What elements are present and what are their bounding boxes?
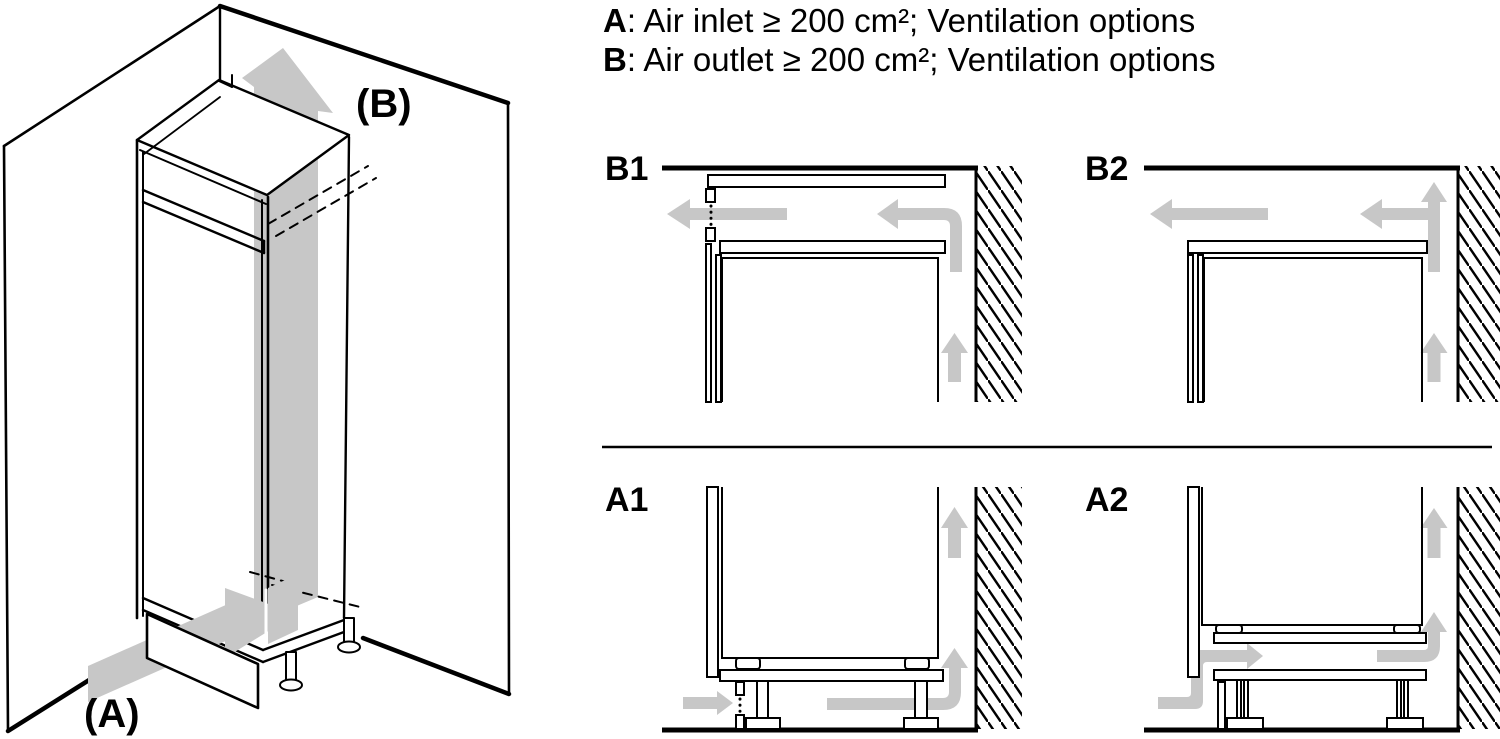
plinth-board-a2: [1213, 669, 1427, 681]
adjustable-feet: [279, 617, 361, 692]
appliance-foot-right-a2: [1393, 624, 1421, 634]
plinth-front-strip-a2: [1217, 681, 1226, 730]
plinth-leg-right2-a2: [1403, 679, 1409, 719]
appliance-outline-a2: [1201, 487, 1423, 626]
legend-line-air-outlet: B: Air outlet ≥ 200 cm²; Ventilation opt…: [603, 40, 1215, 79]
cabinet-frame-edges: [135, 135, 351, 620]
door-panel-a2: [1187, 486, 1200, 678]
legend-desc-a: : Air inlet ≥ 200 cm²; Ventilation optio…: [626, 2, 1196, 39]
airflow-arrows-b1: [667, 199, 968, 382]
iso-label-air-outlet: (B): [356, 82, 412, 126]
cabinet-structure-a2: [1187, 486, 1427, 730]
legend-header: A: Air inlet ≥ 200 cm²; Ventilation opti…: [603, 1, 1215, 79]
vent-gap-bottom-b1: [705, 227, 716, 242]
vent-gap-bottom-a1: [735, 714, 745, 730]
vent-gap-top-a1: [735, 681, 745, 696]
plinth-leg-left2-a2: [1243, 679, 1249, 719]
vent-gap-top-b1: [705, 188, 716, 203]
appliance-foot-left-a2: [1215, 624, 1243, 634]
shelf-board-a2: [1213, 632, 1427, 644]
wall-hatch-b1: [976, 166, 1022, 402]
leg-plate-left-a1: [745, 717, 781, 730]
plinth-panel: [145, 612, 260, 710]
airflow-arrows-b2: [1150, 182, 1448, 382]
legend-key-a: A: [603, 2, 627, 39]
wall-hatch-a1: [976, 487, 1022, 729]
panel-label-a1: A1: [605, 481, 649, 519]
cabinet-structure-b1: [705, 174, 946, 403]
appliance-outline-a1: [721, 487, 939, 659]
side-strip-b2: [1197, 254, 1204, 403]
iso-label-air-inlet: (A): [84, 692, 140, 736]
appliance-outline-b2: [1203, 257, 1423, 402]
appliance-foot-right-a1: [904, 657, 930, 670]
isometric-niche-figure: [2, 3, 512, 734]
filler-panel-b1: [707, 174, 946, 188]
room-corner-walls: [2, 3, 512, 734]
side-strip-b1: [715, 254, 722, 403]
door-panel-a1: [706, 486, 719, 678]
door-strip-b2: [1187, 254, 1194, 403]
plinth-leg-left1-a2: [1236, 679, 1242, 719]
legend-key-b: B: [603, 41, 627, 78]
panel-label-b1: B1: [605, 150, 649, 188]
panel-b2: [1144, 165, 1500, 403]
cabinet-shelf: [141, 188, 266, 255]
plinth-leg-right1-a2: [1396, 679, 1402, 719]
panel-b1: [662, 165, 1022, 403]
wall-hatch-a2: [1458, 487, 1500, 729]
cabinet-structure-b2: [1187, 240, 1428, 403]
countertop-panel-b2: [1187, 240, 1428, 254]
legend-desc-b: : Air outlet ≥ 200 cm²; Ventilation opti…: [626, 41, 1216, 78]
plinth-leg-right-a1: [914, 680, 928, 719]
base-board-a1: [719, 669, 944, 682]
legend-line-air-inlet: A: Air inlet ≥ 200 cm²; Ventilation opti…: [603, 1, 1215, 40]
leg-plate-right-a2: [1386, 717, 1424, 730]
plinth-leg-left-a1: [756, 680, 769, 719]
panel-label-b2: B2: [1085, 150, 1129, 188]
panel-a1: [662, 486, 1022, 733]
cabinet-top-panel-b1: [719, 240, 946, 254]
wall-hatch-b2: [1458, 166, 1500, 402]
panel-a2: [1144, 486, 1500, 733]
cabinet-structure-a1: [706, 486, 944, 730]
leg-plate-right-a1: [903, 717, 939, 730]
appliance-foot-left-a1: [735, 657, 761, 670]
appliance-outline-b1: [721, 257, 939, 402]
door-strip-b1: [705, 243, 712, 403]
cabinet-top: [135, 74, 351, 205]
panel-label-a2: A2: [1085, 481, 1129, 519]
leg-plate-left-a2: [1226, 717, 1264, 730]
airflow-arrows-a2: [1158, 508, 1448, 709]
airflow-arrows-a1: [683, 507, 968, 715]
